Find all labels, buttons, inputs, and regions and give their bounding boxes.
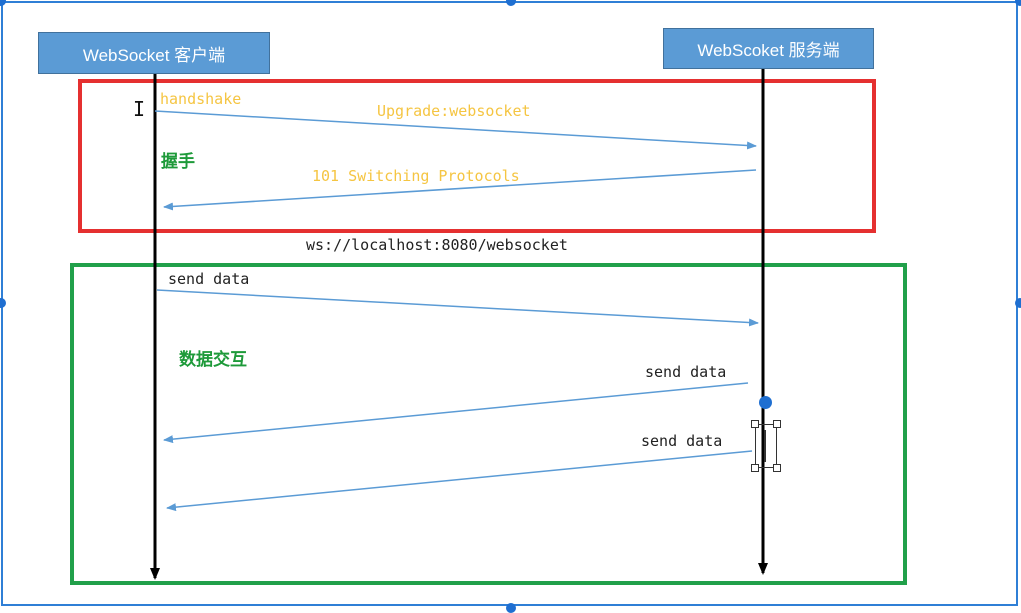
textbox-handle-bottom-right[interactable] xyxy=(773,464,781,472)
handshake-label: handshake xyxy=(160,90,242,108)
selected-textbox[interactable] xyxy=(755,424,777,468)
resize-handle-top-left[interactable] xyxy=(0,0,6,6)
client-actor-box[interactable]: WebSocket 客户端 xyxy=(38,32,270,74)
send-data-label-2: send data xyxy=(645,363,727,381)
resize-handle-right[interactable] xyxy=(1015,298,1021,308)
resize-handle-top-right[interactable] xyxy=(1015,0,1021,6)
resize-handle-top[interactable] xyxy=(506,0,516,6)
upgrade-arrow xyxy=(154,110,757,150)
textbox-handle-top-right[interactable] xyxy=(773,420,781,428)
switching-arrow xyxy=(163,169,757,211)
resize-handle-bottom[interactable] xyxy=(506,603,516,613)
text-caret-icon xyxy=(764,430,766,462)
upgrade-label: Upgrade:websocket xyxy=(377,102,531,120)
textbox-handle-top-left[interactable] xyxy=(751,420,759,428)
resize-handle-left[interactable] xyxy=(0,298,6,308)
send-data-arrow-1 xyxy=(156,289,759,327)
client-actor-label: WebSocket 客户端 xyxy=(82,45,226,65)
send-data-label-3: send data xyxy=(641,432,723,450)
data-exchange-phase-label: 数据交互 xyxy=(179,350,247,370)
server-actor-box[interactable]: WebScoket 服务端 xyxy=(663,28,874,69)
send-data-arrow-2 xyxy=(163,382,749,444)
data-exchange-phase-box xyxy=(70,263,907,585)
websocket-url-label: ws://localhost:8080/websocket xyxy=(306,236,568,254)
send-data-arrow-3 xyxy=(166,450,753,512)
send-data-label-1: send data xyxy=(168,270,250,288)
text-cursor-icon: Ι xyxy=(133,97,146,121)
handshake-phase-box xyxy=(78,79,876,233)
server-actor-label: WebScoket 服务端 xyxy=(697,41,840,60)
rotate-handle-icon[interactable] xyxy=(759,396,772,409)
switching-protocols-label: 101 Switching Protocols xyxy=(312,167,520,185)
handshake-phase-label: 握手 xyxy=(161,152,195,172)
textbox-handle-bottom-left[interactable] xyxy=(751,464,759,472)
